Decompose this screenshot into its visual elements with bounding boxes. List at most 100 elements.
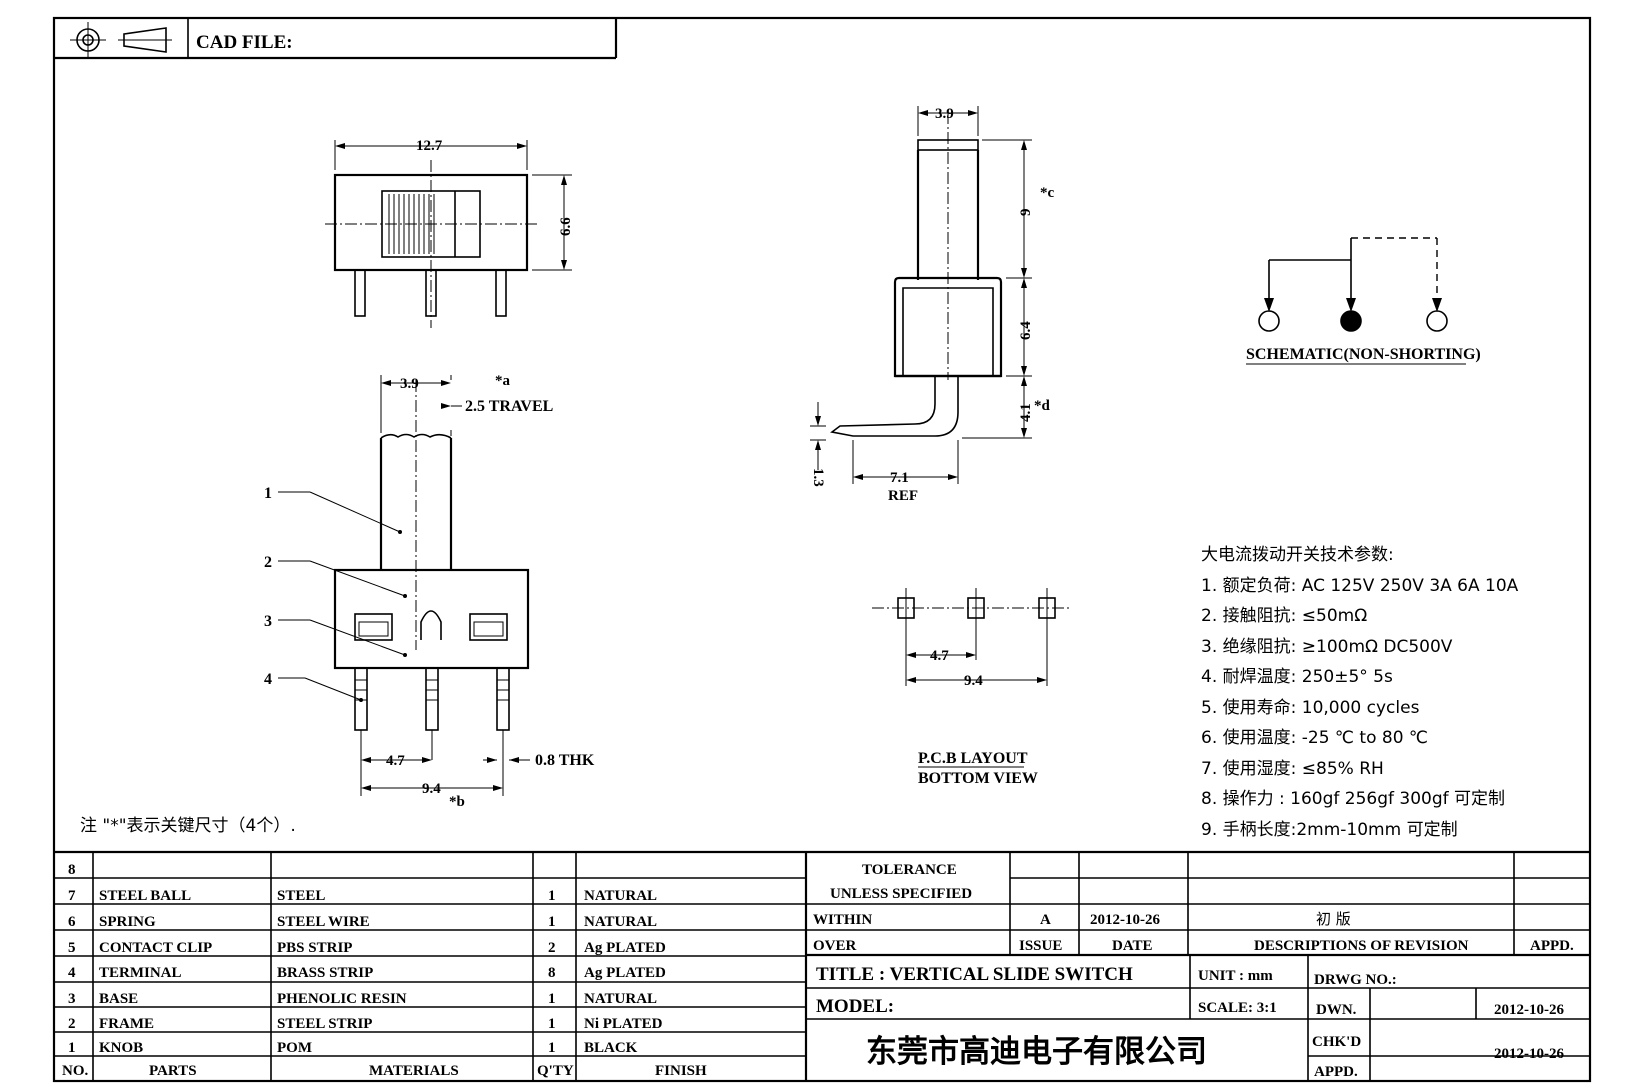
model-label: MODEL: [816, 996, 894, 1017]
header-no: NO. [62, 1063, 89, 1079]
spec-item: 6. 使用温度: -25 ℃ to 80 ℃ [1201, 727, 1428, 748]
bom-cell-finish: Ag PLATED [584, 940, 666, 956]
callout-1: 1 [264, 485, 272, 502]
pcb-label-1: P.C.B LAYOUT [918, 750, 1028, 767]
bom-cell-no: 5 [68, 940, 76, 956]
dim-span: 9.4 [422, 781, 441, 797]
pcb-label-2: BOTTOM VIEW [918, 770, 1038, 787]
issue-label: ISSUE [1019, 938, 1062, 954]
contact-common [1340, 310, 1362, 332]
bom-cell-no: 2 [68, 1016, 76, 1032]
dim-knob-width-front: 3.9 [400, 376, 419, 392]
bom-cell-material: STEEL WIRE [277, 914, 370, 930]
bom-cell-part: STEEL BALL [99, 888, 191, 904]
sheet-border [52, 16, 1592, 1083]
bom-cell-no: 1 [68, 1040, 76, 1056]
bom-cell-material: STEEL STRIP [277, 1016, 372, 1032]
spec-item: 3. 绝缘阻抗: ≥100mΩ DC500V [1201, 637, 1453, 657]
chkd-label: CHK'D [1312, 1034, 1361, 1050]
bom-cell-part: CONTACT CLIP [99, 940, 212, 956]
spec-item: 1. 额定负荷: AC 125V 250V 3A 6A 10A [1201, 576, 1519, 596]
appd2-label: APPD. [1314, 1064, 1358, 1080]
spec-item: 7. 使用湿度: ≤85% RH [1201, 758, 1384, 779]
projection-symbol-icon [70, 22, 172, 58]
schematic-label: SCHEMATIC(NON-SHORTING) [1246, 346, 1481, 363]
bom-cell-qty: 2 [548, 940, 556, 956]
bom-cell-finish: Ag PLATED [584, 965, 666, 981]
spec-list: 大电流拨动开关技术参数: 1. 额定负荷: AC 125V 250V 3A 6A… [1201, 545, 1519, 840]
callout-3: 3 [264, 613, 272, 630]
scale-label: SCALE: 3:1 [1198, 1000, 1277, 1016]
unless-specified-label: UNLESS SPECIFIED [830, 886, 972, 902]
dim-pin-off: 1.3 [810, 468, 826, 487]
bom-cell-finish: NATURAL [584, 914, 657, 930]
callout-2: 2 [264, 554, 272, 571]
bom-cell-finish: BLACK [584, 1040, 638, 1056]
bom-table [54, 850, 1590, 1081]
top-view: 12.7 6.6 [325, 138, 574, 328]
header-qty: Q'TY [537, 1063, 574, 1079]
callout-4: 4 [264, 671, 272, 688]
date-label: DATE [1112, 938, 1153, 954]
unit-label: UNIT : mm [1198, 968, 1273, 984]
dim-height: 6.6 [558, 217, 574, 236]
dim-pitch: 4.7 [386, 753, 405, 769]
bom-cell-finish: Ni PLATED [584, 1016, 663, 1032]
bom-cell-material: BRASS STRIP [277, 965, 373, 981]
bom-cell-part: BASE [99, 991, 138, 1007]
appd-label: APPD. [1530, 938, 1574, 954]
spec-item: 8. 操作力 : 160gf 256gf 300gf 可定制 [1201, 789, 1505, 809]
front-view: 3.9 *a 2.5 TRAVEL 4.7 9.4 *b 0.8 THK 1 2 [264, 373, 595, 810]
dim-width: 12.7 [416, 138, 443, 154]
dim-body-h: 6.4 [1018, 321, 1034, 340]
bom-cell-qty: 1 [548, 1040, 556, 1056]
drwg-no-label: DRWG NO.: [1314, 972, 1397, 988]
dim-travel: 2.5 TRAVEL [465, 398, 553, 415]
dim-pcb-pitch: 4.7 [930, 648, 949, 664]
tolerance-label: TOLERANCE [862, 862, 957, 878]
bom-cell-qty: 8 [548, 965, 556, 981]
bom-cell-qty: 1 [548, 1016, 556, 1032]
schematic: SCHEMATIC(NON-SHORTING) [1246, 237, 1481, 365]
bom-cell-no: 8 [68, 862, 76, 878]
bom-cell-material: POM [277, 1040, 312, 1056]
bom-cell-qty: 1 [548, 914, 556, 930]
contact-open-right [1426, 310, 1448, 332]
dim-pcb-span: 9.4 [964, 673, 983, 689]
dim-pin-h: 4.1 [1018, 403, 1034, 422]
dim-pin-len: 7.1 [890, 470, 909, 486]
mark-a: *a [495, 373, 511, 389]
company-name: 东莞市高迪电子有限公司 [866, 1034, 1207, 1070]
date-value: 2012-10-26 [1090, 912, 1160, 928]
bom-cell-material: PHENOLIC RESIN [277, 991, 407, 1007]
bom-header: NO. PARTS MATERIALS Q'TY FINISH [62, 1063, 707, 1079]
header-materials: MATERIALS [369, 1063, 459, 1079]
bom-cell-no: 4 [68, 965, 76, 981]
bom-cell-finish: NATURAL [584, 991, 657, 1007]
title-block: TOLERANCE UNLESS SPECIFIED WITHIN OVER A… [806, 852, 1590, 1081]
mark-d: *d [1034, 398, 1051, 414]
contact-open-left [1258, 310, 1280, 332]
bom-cell-qty: 1 [548, 991, 556, 1007]
over-label: OVER [813, 938, 857, 954]
bom-cell-part: FRAME [99, 1016, 154, 1032]
dwn-date: 2012-10-26 [1494, 1002, 1564, 1018]
spec-item: 9. 手柄长度:2mm-10mm 可定制 [1201, 820, 1458, 840]
desc-revision-label: DESCRIPTIONS OF REVISION [1254, 938, 1469, 954]
header-parts: PARTS [149, 1063, 197, 1079]
bom-cell-material: PBS STRIP [277, 940, 352, 956]
dim-ref: REF [888, 488, 918, 504]
issue-value: A [1040, 912, 1051, 928]
spec-title: 大电流拨动开关技术参数: [1201, 545, 1394, 565]
dim-thk: 0.8 THK [535, 752, 595, 769]
key-dimension-note: 注 "*"表示关键尺寸（4个）. [80, 816, 296, 836]
dwn-label: DWN. [1316, 1002, 1357, 1018]
bom-cell-part: KNOB [99, 1040, 143, 1056]
bom-cell-material: STEEL [277, 888, 325, 904]
dim-knob-len: 9 [1018, 209, 1034, 217]
drawing-title: TITLE : VERTICAL SLIDE SWITCH [816, 964, 1133, 985]
cad-file-label: CAD FILE: [196, 32, 293, 53]
bom-cell-no: 7 [68, 888, 76, 904]
bom-cell-finish: NATURAL [584, 888, 657, 904]
